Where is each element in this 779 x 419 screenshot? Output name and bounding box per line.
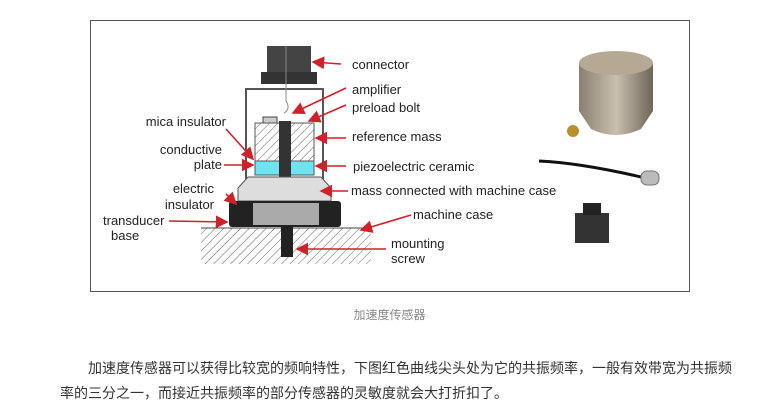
label-screw: screw bbox=[391, 251, 426, 266]
label-base: base bbox=[111, 228, 139, 243]
label-mass-connected: mass connected with machine case bbox=[351, 183, 556, 198]
label-preload-bolt: preload bolt bbox=[352, 100, 420, 115]
label-reference-mass: reference mass bbox=[352, 129, 442, 144]
label-connector: connector bbox=[352, 57, 410, 72]
sensor-product-photos bbox=[538, 51, 660, 243]
label-piezoelectric-ceramic: piezoelectric ceramic bbox=[353, 159, 475, 174]
sensor-cross-section bbox=[201, 46, 371, 264]
red-arrows bbox=[168, 56, 412, 256]
label-insulator: insulator bbox=[165, 197, 215, 212]
label-machine-case: machine case bbox=[413, 207, 493, 222]
label-electric: electric bbox=[173, 181, 215, 196]
label-plate: plate bbox=[194, 157, 222, 172]
accelerometer-diagram-image: connector amplifier preload bolt referen… bbox=[90, 20, 690, 292]
label-transducer: transducer bbox=[103, 213, 165, 228]
label-mica-insulator: mica insulator bbox=[146, 114, 227, 129]
body-paragraph: 加速度传感器可以获得比较宽的频响特性，下图红色曲线尖头处为它的共振频率，一般有效… bbox=[60, 361, 732, 402]
label-mounting: mounting bbox=[391, 236, 444, 251]
label-conductive: conductive bbox=[160, 142, 222, 157]
diagram-labels: connector amplifier preload bolt referen… bbox=[103, 57, 556, 266]
label-amplifier: amplifier bbox=[352, 82, 402, 97]
figure-caption: 加速度传感器 bbox=[353, 308, 426, 322]
